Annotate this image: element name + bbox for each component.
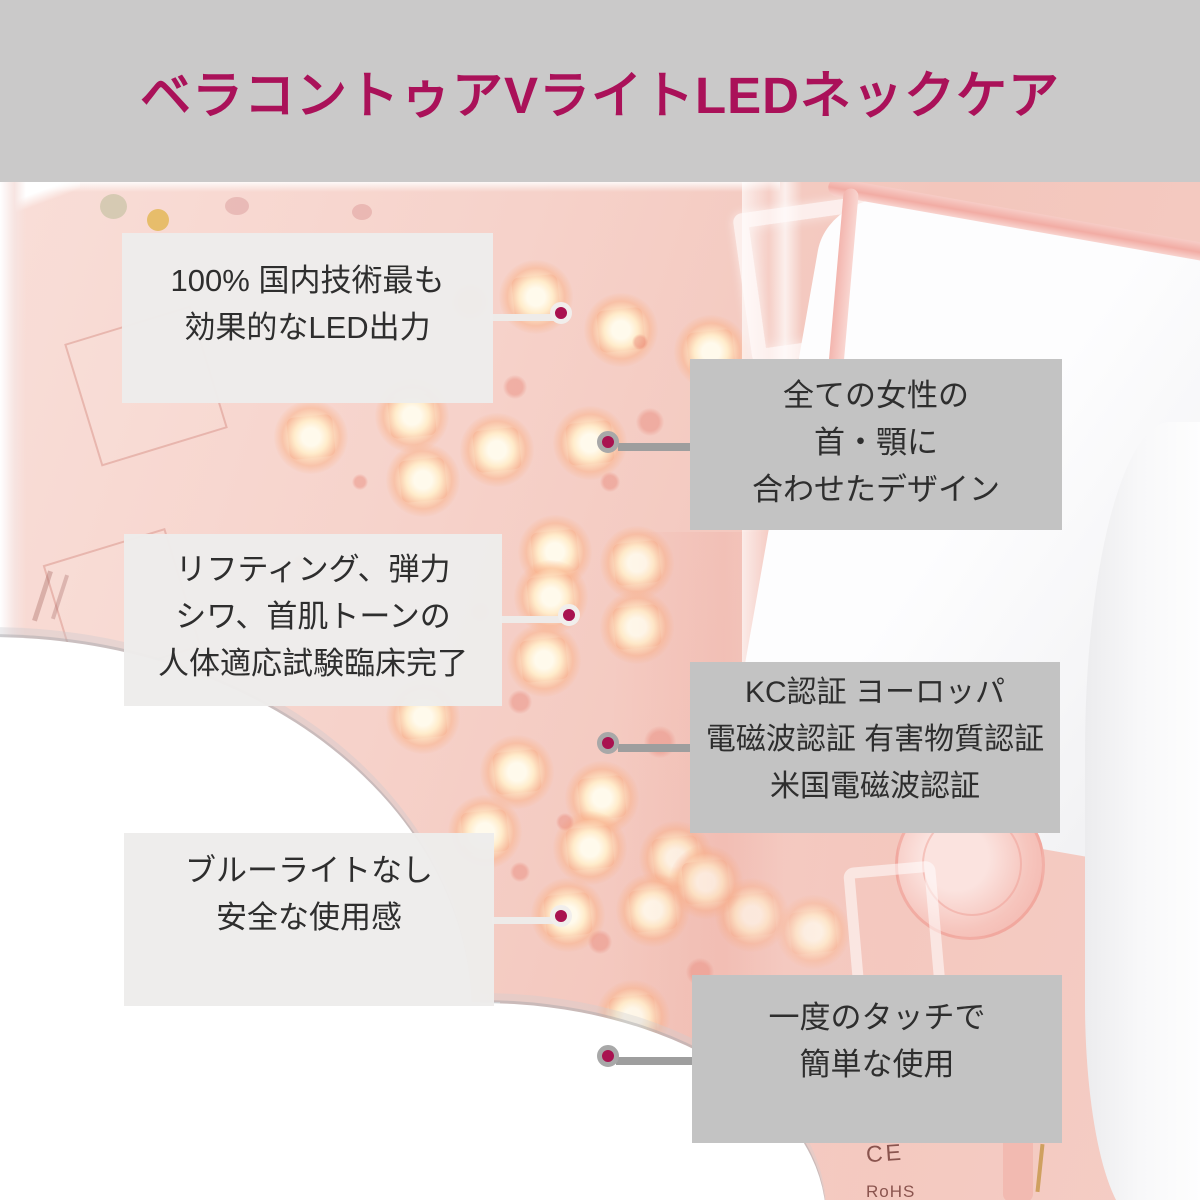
gold-wire: [1035, 1143, 1045, 1193]
led-bulb: [600, 590, 674, 664]
callout-dot: [550, 302, 572, 324]
texture-spot: [600, 472, 620, 492]
callout-dot: [597, 431, 619, 453]
rohs-marking: RoHS: [866, 1182, 916, 1200]
callout-dot: [550, 905, 572, 927]
page-title: ベラコントゥアVライトLEDネックケア: [139, 67, 1061, 124]
white-background-column: [1085, 422, 1200, 1200]
engraved-marking: [32, 570, 53, 622]
texture-spot: [588, 930, 612, 954]
texture-spot: [503, 375, 527, 399]
device-left-edge: [0, 182, 26, 682]
callout-line: [616, 1057, 694, 1065]
led-bulb: [600, 526, 674, 600]
texture-spot: [632, 334, 648, 350]
sensor-dot: [147, 209, 169, 231]
led-bulb: [669, 845, 743, 919]
callout-line: [490, 314, 560, 321]
callout-box-clinical: リフティング、弾力シワ、首肌トーンの人体適応試験臨床完了: [124, 534, 502, 706]
led-bulb: [274, 400, 348, 474]
callout-box-design: 全ての女性の首・顎に合わせたデザイン: [690, 359, 1062, 530]
led-bulb: [584, 293, 658, 367]
device-top-highlight: [0, 182, 780, 192]
texture-spot: [508, 690, 532, 714]
texture-spot: [556, 813, 574, 831]
callout-box-certification: KC認証 ヨーロッパ電磁波認証 有害物質認証米国電磁波認証: [690, 662, 1060, 833]
callout-line: [618, 443, 692, 451]
callout-dot: [597, 1045, 619, 1067]
callout-box-no-blue-light: ブルーライトなし安全な使用感: [124, 833, 494, 1006]
led-bulb: [553, 811, 627, 885]
callout-line: [618, 744, 692, 752]
header-band: ベラコントゥアVライトLEDネックケア: [0, 0, 1200, 182]
callout-dot: [597, 732, 619, 754]
callout-line: [500, 616, 566, 623]
sensor-dot: [225, 197, 249, 215]
sensor-dot: [352, 204, 372, 220]
background-under-device: [0, 1002, 500, 1200]
led-bulb: [386, 443, 460, 517]
sensor-dot: [100, 194, 127, 219]
led-bulb: [460, 413, 534, 487]
callout-box-led-output: 100% 国内技術最も効果的なLED出力: [122, 233, 493, 403]
led-bulb: [776, 895, 850, 969]
callout-dot: [558, 604, 580, 626]
texture-spot: [644, 726, 676, 758]
ce-marking: CE: [865, 1138, 905, 1168]
texture-spot: [510, 862, 530, 882]
texture-spot: [352, 474, 368, 490]
callout-box-one-touch: 一度のタッチで簡単な使用: [692, 975, 1062, 1143]
callout-line: [492, 917, 560, 924]
led-bulb: [507, 623, 581, 697]
texture-spot: [636, 408, 664, 436]
